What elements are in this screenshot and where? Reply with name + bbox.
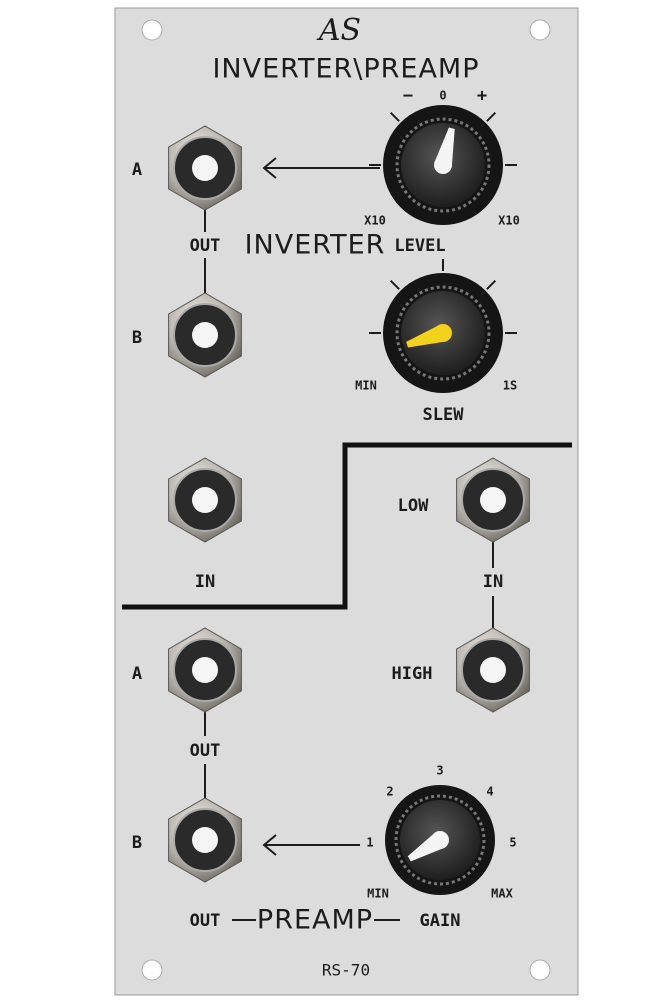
knob-pointer-base: [434, 324, 452, 342]
jack-label-inverter-b: B: [132, 328, 142, 348]
knob-pointer-base: [434, 156, 452, 174]
jack-label-preamp-a: A: [132, 664, 142, 684]
knob-tick: [389, 279, 400, 290]
gain-tick-5: 5: [509, 836, 516, 850]
mounting-hole: [529, 19, 551, 41]
knob-pointer-base: [431, 831, 449, 849]
jack-inverter-in[interactable]: [168, 457, 242, 543]
level-label: LEVEL: [394, 236, 445, 256]
knob-grip: [395, 117, 491, 213]
jack-label-inverter-a: A: [132, 160, 142, 180]
knob-tick: [486, 279, 497, 290]
knob-tick: [389, 111, 400, 122]
jack-hole: [192, 155, 218, 181]
jack-hole: [192, 487, 218, 513]
low-label: LOW: [398, 496, 429, 516]
level-right-scale: X10: [498, 214, 520, 228]
module-title: INVERTER\PREAMP: [212, 54, 479, 85]
knob-grip: [395, 285, 491, 381]
arrow-left-icon: [262, 834, 277, 856]
jack-preamp-out-a[interactable]: [168, 627, 242, 713]
preamp-bottom-out-label: OUT: [190, 911, 221, 931]
jack-preamp-in-high[interactable]: [456, 627, 530, 713]
gain-min-label: MIN: [367, 887, 389, 901]
gain-label: GAIN: [420, 911, 461, 931]
high-label: HIGH: [392, 664, 433, 684]
mounting-holes: [141, 19, 551, 981]
level-knob[interactable]: [369, 105, 517, 225]
slew-label: SLEW: [423, 405, 465, 425]
slew-max-label: 1S: [503, 379, 517, 393]
inverter-in-label: IN: [195, 572, 215, 592]
jack-hole: [480, 487, 506, 513]
gain-knob[interactable]: [385, 785, 495, 895]
section-divider: [122, 442, 572, 610]
level-plus-label: +: [477, 86, 487, 106]
jack-preamp-out-b[interactable]: [168, 797, 242, 883]
mounting-hole: [529, 959, 551, 981]
jack-inverter-out-b[interactable]: [168, 292, 242, 378]
slew-min-label: MIN: [355, 379, 377, 393]
knob-grip: [394, 794, 486, 886]
jack-hole: [192, 827, 218, 853]
preamp-in-label: IN: [483, 572, 503, 592]
inverter-out-label: OUT: [190, 236, 221, 256]
gain-tick-3: 3: [436, 764, 443, 778]
jack-label-preamp-b: B: [132, 833, 142, 853]
jack-hole: [192, 657, 218, 683]
level-minus-label: −: [403, 86, 413, 106]
gain-tick-2: 2: [386, 785, 393, 799]
level-left-scale: X10: [364, 214, 386, 228]
gain-tick-4: 4: [486, 785, 493, 799]
inverter-section-label: INVERTER: [245, 230, 386, 261]
level-zero-label: 0: [439, 89, 446, 103]
mounting-hole: [141, 19, 163, 41]
preamp-out-label: OUT: [190, 741, 221, 761]
jack-hole: [480, 657, 506, 683]
gain-tick-1: 1: [366, 836, 373, 850]
mounting-hole: [141, 959, 163, 981]
jack-hole: [192, 322, 218, 348]
slew-knob[interactable]: [369, 259, 517, 393]
preamp-section-label: PREAMP: [257, 905, 373, 936]
knob-tick: [486, 111, 497, 122]
arrow-left-icon: [262, 157, 277, 179]
brand-logo: AS: [316, 13, 361, 48]
model-number: RS-70: [322, 961, 370, 980]
jack-preamp-in-low[interactable]: [456, 457, 530, 543]
jack-inverter-out-a[interactable]: [168, 125, 242, 211]
gain-max-label: MAX: [491, 887, 513, 901]
